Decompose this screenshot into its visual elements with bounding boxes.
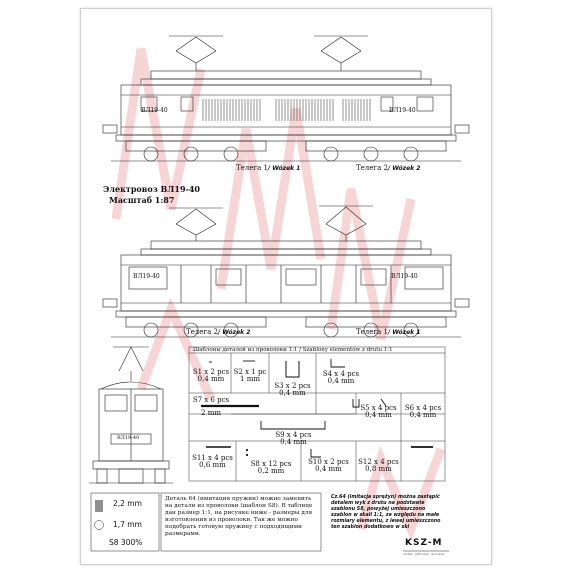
top-number-right: ВЛ19-40	[389, 107, 416, 114]
bottom-number-right: ВЛ19-40	[391, 273, 418, 280]
spring-dim-height: 2,2 mm	[113, 499, 142, 508]
front-number: ВЛ19-40	[117, 435, 140, 441]
bottom-number-left: ВЛ19-40	[133, 273, 160, 280]
templates-heading: Шаблоны деталей из проволоки 1:1 / Szabl…	[193, 346, 393, 353]
watermark	[111, 48, 446, 542]
top-bogie2-pl: / Wózek 2	[387, 165, 421, 172]
note-polish: Cz.64 (imitacja sprężyn) można zastąpić …	[331, 495, 441, 530]
spring-dim-diameter: 1,7 mm	[113, 520, 142, 529]
locomotive-top-view	[102, 35, 470, 162]
template-shapes	[201, 359, 433, 458]
bottom-bogie2-label: Телега 2/ Wózek 2	[186, 329, 250, 336]
technical-drawing	[89, 35, 470, 552]
top-bogie1-ru: Телега 1	[236, 164, 268, 172]
top-bogie2-ru: Телега 2	[356, 164, 388, 172]
bottom-bogie2-ru: Телега 2	[186, 328, 218, 336]
bottom-bogie1-ru: Телега 1	[356, 328, 388, 336]
locomotive-bottom-view	[102, 205, 470, 338]
bottom-bogie1-label: Телега 1/ Wózek 1	[356, 329, 420, 336]
instruction-sheet: Телега 1/ Wózek 1 Телега 2/ Wózek 2 Элек…	[80, 8, 492, 565]
top-bogie1-label: Телега 1/ Wózek 1	[236, 165, 300, 172]
top-bogie2-label: Телега 2/ Wózek 2	[356, 165, 420, 172]
bottom-bogie2-pl: / Wózek 2	[217, 329, 251, 336]
publisher-logo-sub: modele · kartonowe · wycinanki	[403, 553, 445, 556]
bottom-bogie1-pl: / Wózek 1	[387, 329, 421, 336]
spring-box	[90, 492, 160, 552]
locomotive-title: Электровоз ВЛ19-40	[103, 184, 200, 194]
publisher-logo: KSZ-M	[405, 538, 443, 548]
scale-label: Масштаб 1:87	[109, 195, 175, 205]
top-number-left: ВЛ19-40	[141, 107, 168, 114]
templates-table	[188, 346, 446, 482]
top-bogie1-pl: / Wózek 1	[267, 165, 301, 172]
note-box	[160, 492, 322, 552]
note-russian: Деталь 64 (имитация пружин) можно замени…	[165, 496, 313, 538]
spring-caption: S8 300%	[109, 538, 143, 547]
locomotive-front-view	[89, 346, 173, 484]
